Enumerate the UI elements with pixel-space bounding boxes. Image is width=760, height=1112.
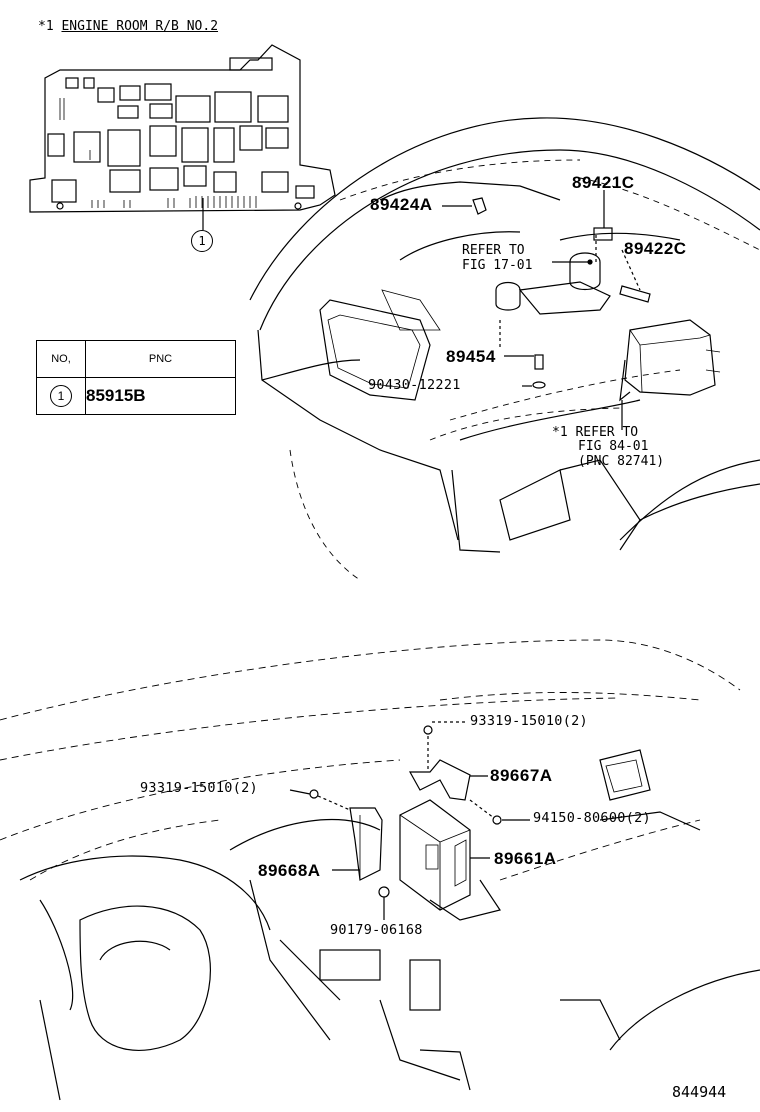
pnc-table-header: NO, PNC bbox=[36, 340, 236, 378]
part-89421C: 89421C bbox=[572, 173, 635, 192]
part-90430-12221: 90430-12221 bbox=[368, 377, 461, 393]
part-89454: 89454 bbox=[446, 347, 496, 366]
refer-fig17-line1: REFER TO bbox=[462, 243, 525, 258]
part-94150-80600: 94150-80600(2) bbox=[533, 810, 651, 826]
row-no: 1 bbox=[50, 385, 72, 407]
row-pnc: 85915B bbox=[85, 377, 236, 415]
part-89668A: 89668A bbox=[258, 861, 321, 880]
part-90179-06168: 90179-06168 bbox=[330, 922, 423, 938]
col-header-pnc: PNC bbox=[85, 340, 236, 378]
part-93319-15010-left: 93319-15010(2) bbox=[140, 780, 258, 796]
title-text: ENGINE ROOM R/B NO.2 bbox=[61, 19, 219, 34]
col-header-no: NO, bbox=[36, 340, 86, 378]
relay-block-drawing bbox=[29, 44, 336, 230]
title-note: *1 bbox=[38, 19, 54, 34]
part-89661A: 89661A bbox=[494, 849, 557, 868]
refer-fig84-line3: (PNC 82741) bbox=[578, 454, 665, 469]
diagram-id: 844944 bbox=[672, 1083, 727, 1101]
callout-1: 1 bbox=[191, 230, 213, 252]
refer-fig84-line2: FIG 84-01 bbox=[578, 439, 649, 454]
part-89667A: 89667A bbox=[490, 766, 553, 785]
pnc-table: NO, PNC 1 85915B bbox=[36, 340, 236, 415]
refer-fig17-line2: FIG 17-01 bbox=[462, 258, 533, 273]
engine-room-title: *1 ENGINE ROOM R/B NO.2 bbox=[38, 20, 218, 33]
row-no-cell: 1 bbox=[36, 377, 86, 415]
callout-1-circle: 1 bbox=[191, 230, 213, 252]
engine-bay-drawing bbox=[249, 117, 760, 581]
dashboard-drawing bbox=[0, 639, 760, 1101]
part-93319-15010-top: 93319-15010(2) bbox=[470, 713, 588, 729]
part-89424A: 89424A bbox=[370, 195, 433, 214]
part-89422C: 89422C bbox=[624, 239, 687, 258]
pnc-table-row: 1 85915B bbox=[36, 377, 236, 415]
refer-fig84-line1: *1 REFER TO bbox=[552, 425, 639, 440]
